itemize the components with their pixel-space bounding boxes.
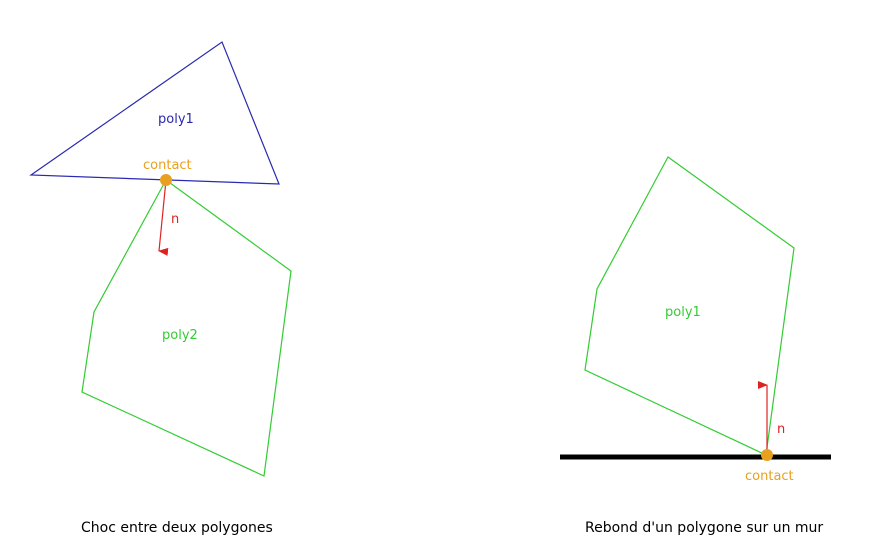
right-caption: Rebond d'un polygone sur un mur <box>585 520 823 536</box>
left-normal-arrow <box>158 179 169 256</box>
left-poly2-label: poly2 <box>162 328 198 343</box>
right-poly1-label: poly1 <box>665 305 701 320</box>
right-contact-label: contact <box>745 469 794 484</box>
left-poly1-shape <box>29 41 280 185</box>
right-normal-label: n <box>777 422 785 437</box>
left-normal-label: n <box>171 212 179 227</box>
left-poly2-shape <box>81 179 292 477</box>
left-contact-label: contact <box>143 158 192 173</box>
right-diagram: poly1 contact n Rebond d'un polygone sur… <box>560 156 831 536</box>
left-poly1-label: poly1 <box>158 112 194 127</box>
left-diagram: poly1 poly2 contact n Choc entre deux po… <box>29 41 292 536</box>
left-caption: Choc entre deux polygones <box>81 520 273 536</box>
right-poly1-shape <box>584 156 795 456</box>
right-contact-point <box>761 449 773 461</box>
left-contact-point <box>160 174 172 186</box>
